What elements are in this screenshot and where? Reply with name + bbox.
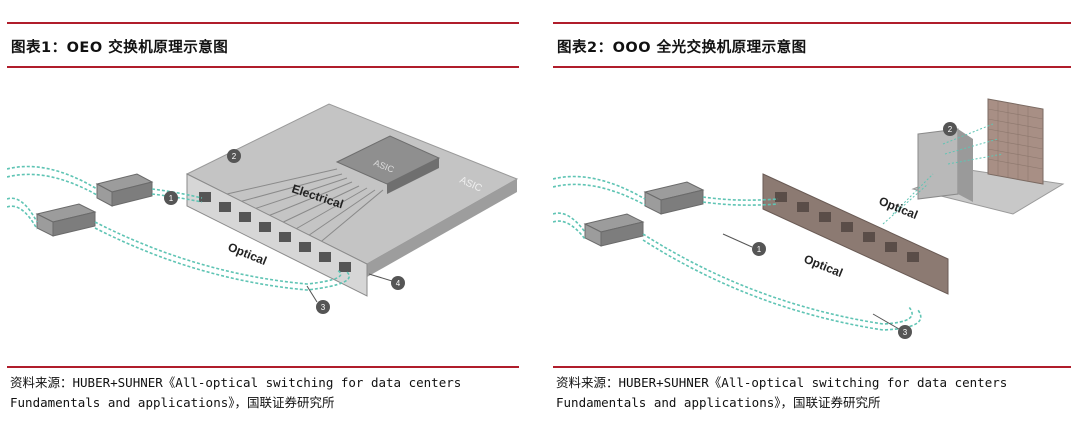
figure-title: 图表2：OOO 全光交换机原理示意图 — [557, 40, 807, 56]
source-note: 资料来源：HUBER+SUHNER《All-optical switching … — [556, 375, 1008, 410]
faceplate — [762, 173, 949, 295]
svg-text:1: 1 — [757, 245, 762, 254]
ooo-switch-diagram: Optical — [553, 74, 1071, 362]
top-rule — [553, 22, 1071, 24]
mems-mirror-array — [917, 98, 1044, 202]
figure-title: 图表1：OEO 交换机原理示意图 — [11, 40, 229, 56]
title-rule — [553, 66, 1071, 68]
figure-panel-ooo: 图表2：OOO 全光交换机原理示意图 — [553, 0, 1071, 422]
marker-1 — [752, 242, 766, 256]
marker-2 — [943, 122, 957, 136]
optical-bottom-label: Optical — [802, 252, 845, 280]
source-note: 资料来源：HUBER+SUHNER《All-optical switching … — [10, 375, 462, 410]
marker-3 — [316, 300, 330, 314]
svg-text:3: 3 — [321, 303, 326, 312]
optical-top-label: Optical — [877, 194, 920, 222]
source-rule — [7, 366, 519, 368]
svg-text:4: 4 — [396, 279, 401, 288]
marker-3 — [898, 325, 912, 339]
title-rule — [7, 66, 519, 68]
oeo-switch-diagram: ASIC ASIC Electrical — [7, 74, 519, 362]
figure-panel-oeo: 图表1：OEO 交换机原理示意图 ASIC ASIC Electrical — [7, 0, 519, 422]
top-rule — [7, 22, 519, 24]
marker-2 — [227, 149, 241, 163]
svg-text:3: 3 — [903, 328, 908, 337]
svg-text:2: 2 — [948, 125, 953, 134]
svg-text:1: 1 — [169, 194, 174, 203]
source-rule — [553, 366, 1071, 368]
marker-1 — [164, 191, 178, 205]
marker-4 — [391, 276, 405, 290]
svg-text:2: 2 — [232, 152, 237, 161]
